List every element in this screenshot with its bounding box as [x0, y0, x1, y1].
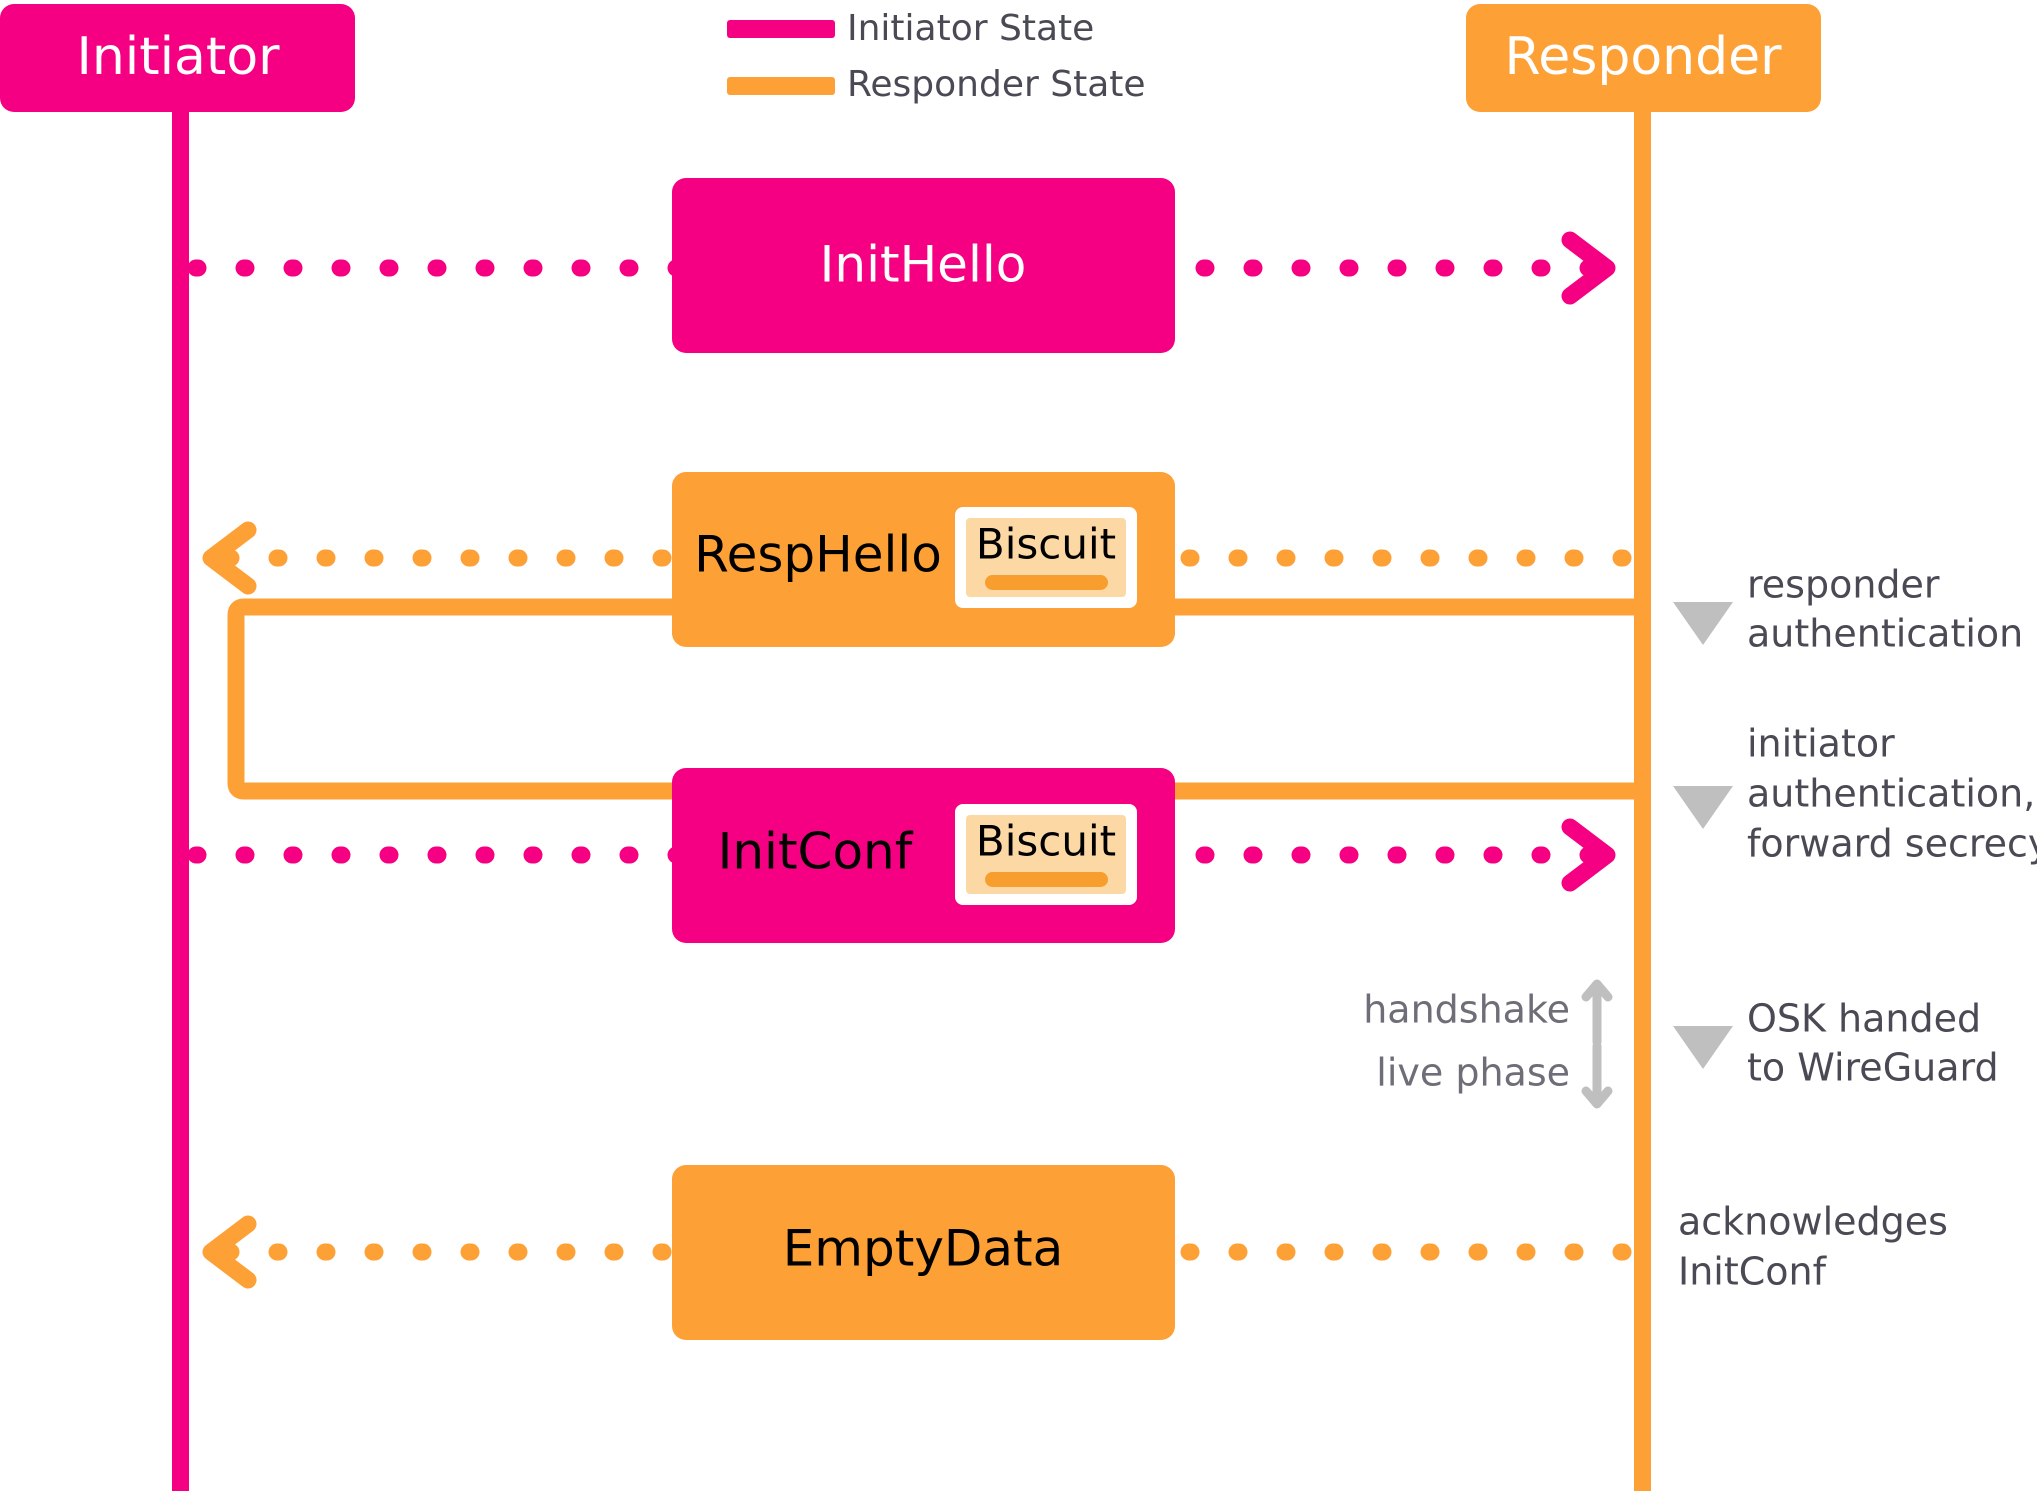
init-hello-arrowhead-icon: [1561, 231, 1616, 305]
empty-data-arrowhead-icon: [202, 1215, 257, 1289]
initiator-header-box: [0, 4, 355, 112]
note-initiator-auth-triangle-down-icon: [1673, 786, 1733, 829]
legend-item-initiator-state: Initiator State: [727, 8, 1094, 49]
initiator-header-label: Initiator: [76, 27, 280, 87]
note-initiator-auth-line-2: authentication,: [1747, 772, 2035, 816]
note-ack-line-2: InitConf: [1678, 1250, 1828, 1294]
responder-header-label: Responder: [1504, 27, 1782, 87]
note-osk-line-2: to WireGuard: [1747, 1046, 1999, 1090]
phase-live-arrow-down-icon: [1581, 1041, 1613, 1109]
biscuit-badge-label: Biscuit: [976, 520, 1116, 569]
biscuit-badge-label: Biscuit: [976, 817, 1116, 866]
legend-item-responder-state: Responder State: [727, 64, 1146, 105]
empty-data-box[interactable]: [672, 1165, 1175, 1340]
note-initiator-auth-line-1: initiator: [1747, 722, 1895, 766]
init-hello-box[interactable]: [672, 178, 1175, 353]
note-ack: acknowledges InitConf: [1678, 1200, 1948, 1294]
init-conf-arrowhead-icon: [1561, 818, 1616, 892]
actor-responder[interactable]: Responder: [1466, 4, 1821, 112]
legend-swatch-initiator: [727, 20, 835, 38]
message-resp-hello[interactable]: RespHello Biscuit: [202, 472, 1651, 647]
init-conf-biscuit-badge[interactable]: Biscuit: [955, 804, 1137, 905]
empty-data-label: EmptyData: [783, 1220, 1064, 1278]
note-osk: OSK handed to WireGuard: [1673, 997, 1999, 1090]
phase-live-label: live phase: [1376, 1051, 1570, 1095]
resp-hello-biscuit-badge[interactable]: Biscuit: [955, 507, 1137, 608]
message-init-hello[interactable]: InitHello: [187, 178, 1616, 353]
init-conf-label: InitConf: [718, 823, 914, 881]
actor-initiator[interactable]: Initiator: [0, 4, 355, 112]
note-osk-line-1: OSK handed: [1747, 997, 1981, 1041]
message-empty-data[interactable]: EmptyData: [202, 1165, 1651, 1340]
resp-hello-arrowhead-icon: [202, 521, 257, 595]
note-initiator-auth-line-3: forward secrecy: [1747, 822, 2037, 866]
note-responder-auth-line-2: authentication: [1747, 612, 2023, 656]
responder-lifeline: [1634, 60, 1651, 1491]
message-init-conf[interactable]: InitConf Biscuit: [187, 768, 1616, 943]
note-responder-auth-line-1: responder: [1747, 563, 1940, 607]
biscuit-badge-bar: [985, 575, 1108, 590]
phase-markers: handshake live phase: [1363, 979, 1613, 1109]
legend-label-responder: Responder State: [847, 64, 1146, 105]
legend-swatch-responder: [727, 77, 835, 95]
phase-handshake-label: handshake: [1363, 988, 1570, 1032]
note-ack-line-1: acknowledges: [1678, 1200, 1948, 1244]
initiator-lifeline: [172, 60, 189, 1491]
legend: Initiator State Responder State: [727, 8, 1146, 105]
init-hello-label: InitHello: [820, 236, 1027, 294]
legend-label-initiator: Initiator State: [847, 8, 1094, 49]
note-osk-triangle-down-icon: [1673, 1026, 1733, 1069]
note-responder-auth-triangle-down-icon: [1673, 602, 1733, 645]
note-responder-auth: responder authentication: [1673, 563, 2023, 656]
responder-header-box: [1466, 4, 1821, 112]
resp-hello-label: RespHello: [694, 526, 942, 584]
phase-handshake-arrow-up-icon: [1581, 979, 1613, 1047]
biscuit-badge-bar: [985, 872, 1108, 887]
note-initiator-auth: initiator authentication, forward secrec…: [1673, 722, 2037, 866]
responder-state-bracket-left: [227, 598, 672, 800]
